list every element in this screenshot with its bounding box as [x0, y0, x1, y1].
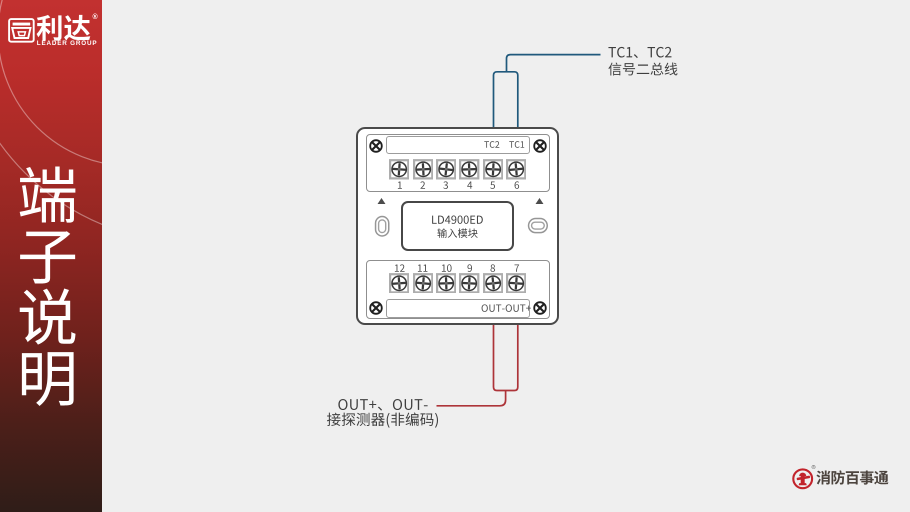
mounting-hole-left: [374, 215, 390, 237]
strip-label-out: [481, 303, 532, 313]
terminal-screw: [412, 159, 433, 180]
leader-logo-registered: ®: [92, 14, 98, 21]
terminal-number: [455, 180, 485, 190]
terminal-screw: [506, 159, 527, 180]
terminal-number: [431, 180, 461, 190]
out-wire: [436, 325, 519, 407]
terminal-screw: [506, 272, 527, 293]
mounting-hole-right: [527, 217, 548, 234]
terminal-screw: [482, 272, 504, 293]
terminal-number: [478, 180, 508, 190]
page-title: [17, 164, 78, 408]
out-wiring-annotation: [326, 397, 440, 428]
leader-logo-subtitle: LEADER GROUP: [36, 40, 98, 47]
strip-label-tc1: [508, 140, 525, 149]
terminal-number: [478, 263, 508, 273]
terminal-screw: [435, 159, 457, 180]
footer-registered: ®: [811, 465, 816, 472]
terminal-screw: [412, 272, 433, 293]
out-wiring-line1: [337, 397, 428, 412]
tc-bus-line2: [608, 62, 678, 76]
module-bottom-strip: [386, 299, 532, 318]
corner-screw: [369, 139, 383, 153]
strip-label-tc2: [484, 140, 500, 149]
out-wiring-line2: [326, 412, 440, 428]
terminal-number: [455, 263, 485, 273]
terminal-number: [408, 263, 438, 273]
leader-logo-brand: [36, 14, 91, 42]
terminal-screw: [435, 272, 457, 293]
terminal-screw: [389, 159, 410, 180]
module-top-strip: [386, 135, 531, 154]
terminal-screw: [459, 272, 480, 293]
terminal-number: [431, 263, 461, 273]
sidebar: ® LEADER GROUP: [0, 0, 102, 512]
corner-screw: [369, 300, 383, 315]
leader-logo-icon: [8, 18, 35, 43]
module-label-box: [401, 200, 514, 252]
tc-bus-wire: [492, 53, 601, 128]
terminal-number: [384, 180, 414, 190]
footer-brand-text: [816, 470, 889, 485]
tc-bus-annotation: [608, 45, 678, 76]
module-model: [431, 214, 484, 225]
terminal-screw: [482, 159, 504, 180]
corner-screw: [532, 139, 547, 153]
terminal-screw: [389, 272, 410, 293]
terminal-number: [501, 180, 531, 190]
corner-screw: [532, 300, 547, 315]
terminal-screw: [459, 159, 480, 180]
alignment-triangle-icon: [534, 197, 544, 205]
terminal-number: [408, 180, 438, 190]
module-name: [437, 227, 478, 238]
footer-brand-icon: [792, 468, 813, 490]
terminal-number: [501, 263, 531, 273]
tc-bus-line1: [608, 45, 672, 59]
alignment-triangle-icon: [377, 197, 387, 205]
terminal-number: [384, 263, 414, 273]
